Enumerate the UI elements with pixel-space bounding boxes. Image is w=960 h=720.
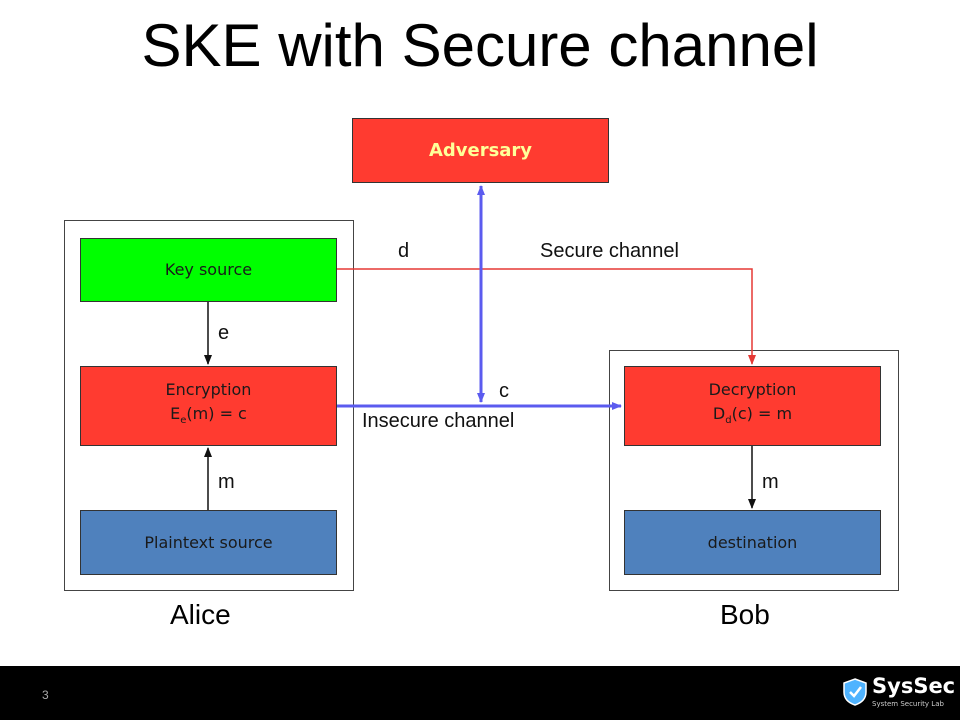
key-source-box: Key source — [80, 238, 337, 302]
label-m-bob: m — [762, 471, 779, 493]
syssec-logo: SysSec System Security Lab — [842, 674, 955, 714]
arrow-secure-channel — [337, 268, 756, 365]
adversary-label: Adversary — [428, 139, 533, 161]
page-number: 3 — [42, 688, 49, 702]
encryption-box: Encryption Ee(m) = c — [80, 366, 337, 446]
alice-name: Alice — [170, 599, 231, 630]
bob-group — [609, 350, 899, 591]
plaintext-source-box: Plaintext source — [80, 510, 337, 575]
decryption-title: Decryption — [708, 380, 797, 400]
encryption-formula: Ee(m) = c — [170, 404, 247, 427]
label-insecure-channel: Insecure channel — [362, 410, 515, 432]
label-m-alice: m — [218, 471, 235, 493]
encryption-title: Encryption — [165, 380, 252, 400]
decryption-formula: Dd(c) = m — [712, 404, 793, 427]
syssec-logo-icon — [843, 678, 867, 706]
label-e: e — [218, 322, 230, 344]
key-source-label: Key source — [164, 260, 253, 279]
footer-bar: 3 SysSec System Security Lab — [0, 666, 960, 720]
adversary-box: Adversary — [352, 118, 609, 183]
label-d: d — [398, 240, 410, 262]
slide-title: SKE with Secure channel — [141, 12, 819, 79]
label-c: c — [499, 380, 509, 402]
destination-label: destination — [707, 532, 798, 552]
logo-subtitle: System Security Lab — [872, 700, 944, 708]
bob-name: Bob — [720, 599, 770, 630]
plaintext-source-label: Plaintext source — [144, 532, 273, 552]
logo-wordmark: SysSec — [872, 674, 956, 698]
destination-box: destination — [624, 510, 881, 575]
label-secure-channel: Secure channel — [540, 240, 679, 262]
decryption-box: Decryption Dd(c) = m — [624, 366, 881, 446]
